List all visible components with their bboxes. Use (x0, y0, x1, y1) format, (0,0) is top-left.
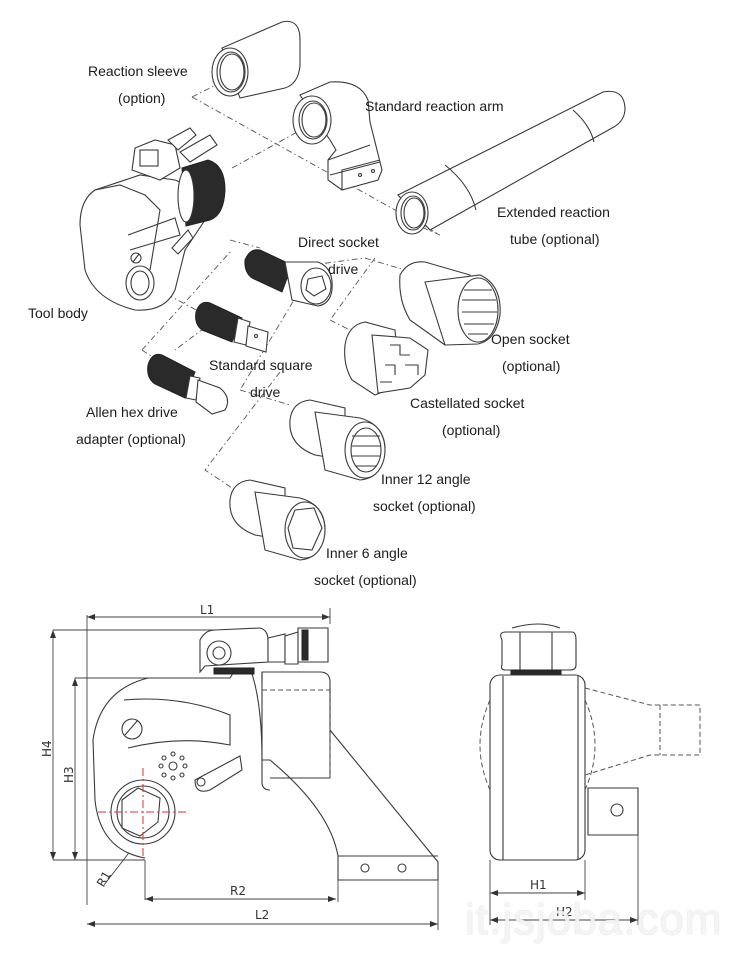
label-allen-hex-drive-note: adapter (optional) (76, 431, 186, 447)
label-castellated-socket-note: (optional) (442, 422, 501, 438)
label-reaction-sleeve-note: (option) (118, 90, 166, 106)
dim-h4: H4 (40, 740, 54, 757)
label-standard-square-drive-2: drive (250, 384, 281, 400)
label-inner-6-angle-socket: Inner 6 angle (326, 545, 408, 561)
label-extended-reaction-tube-note: tube (optional) (510, 231, 600, 247)
side-view-drawing (479, 623, 701, 925)
inner-6-angle-socket-drawing (229, 479, 326, 561)
label-allen-hex-drive: Allen hex drive (86, 404, 178, 420)
dim-l2: L2 (255, 908, 270, 922)
label-standard-reaction-arm: Standard reaction arm (365, 98, 504, 114)
dim-h2: H2 (556, 905, 573, 919)
label-direct-socket-drive-2: drive (328, 261, 359, 277)
label-extended-reaction-tube: Extended reaction (497, 204, 610, 220)
dim-h1: H1 (530, 878, 547, 892)
direct-socket-drive-drawing (244, 249, 333, 307)
label-open-socket: Open socket (491, 331, 570, 347)
tool-body-drawing (79, 127, 226, 311)
dim-l1: L1 (200, 603, 215, 617)
label-castellated-socket: Castellated socket (410, 395, 525, 411)
watermark: it.jsjoba.com (465, 895, 723, 944)
castellated-socket-drawing (344, 321, 429, 396)
label-inner-12-angle-socket-note: socket (optional) (373, 498, 476, 514)
extended-reaction-tube-drawing (395, 90, 626, 235)
label-inner-12-angle-socket: Inner 12 angle (381, 471, 471, 487)
front-view-drawing (50, 608, 439, 930)
standard-reaction-arm-drawing (292, 81, 383, 191)
allen-hex-adapter-drawing (147, 354, 229, 415)
standard-square-drive-drawing (195, 301, 269, 353)
open-socket-drawing (399, 261, 501, 346)
label-tool-body: Tool body (28, 305, 88, 321)
label-standard-square-drive: Standard square (209, 357, 313, 373)
inner-12-angle-socket-drawing (289, 399, 386, 481)
label-direct-socket-drive: Direct socket (298, 234, 379, 250)
dim-h3: H3 (62, 766, 76, 783)
reaction-sleeve-drawing (211, 20, 301, 99)
dim-r2: R2 (230, 884, 246, 898)
label-reaction-sleeve: Reaction sleeve (88, 63, 188, 79)
label-open-socket-note: (optional) (502, 358, 561, 374)
label-inner-6-angle-socket-note: socket (optional) (314, 572, 417, 588)
